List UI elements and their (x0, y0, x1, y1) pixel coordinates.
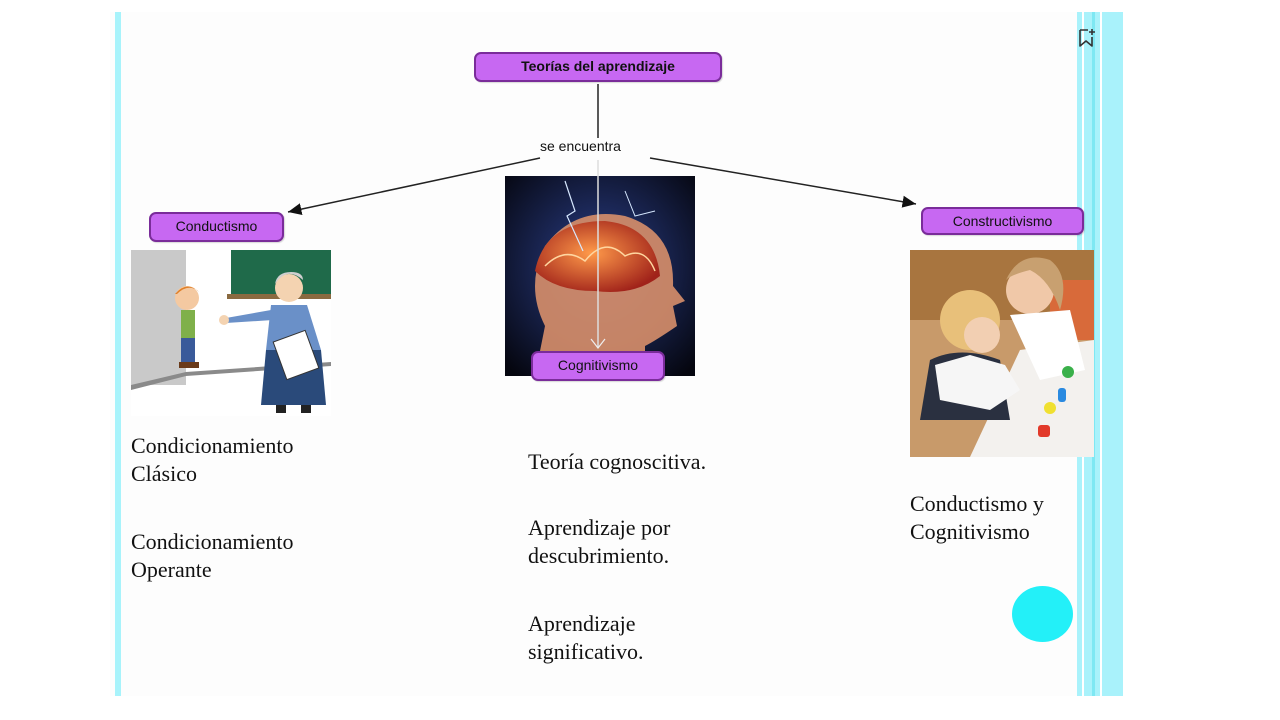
constructivismo-node: Constructivismo (921, 207, 1084, 235)
link-label: se encuentra (538, 138, 623, 154)
conductismo-node: Conductismo (149, 212, 284, 242)
left-border (115, 12, 121, 696)
brain-photo (505, 176, 695, 376)
right-border-line (1100, 12, 1102, 696)
cognitivismo-node: Cognitivismo (531, 351, 665, 381)
children-learning-photo (910, 250, 1094, 457)
connector-to-conductismo (287, 157, 541, 216)
conductismo-item: Condicionamiento Operante (131, 529, 294, 582)
constructivismo-item: Conductismo y Cognitivismo (910, 491, 1044, 544)
root-node: Teorías del aprendizaje (474, 52, 722, 82)
bookmark-add-icon[interactable] (1077, 28, 1097, 48)
cognitivismo-item: Teoría cognoscitiva. (528, 449, 707, 474)
cognitivismo-item: Aprendizaje por descubrimiento. (528, 515, 671, 568)
cyan-dot (1012, 586, 1073, 642)
conductismo-item: Condicionamiento Clásico (131, 433, 294, 486)
conductismo-illustration (131, 250, 331, 416)
connector-to-constructivismo (649, 157, 917, 208)
cognitivismo-item: Aprendizaje significativo. (528, 611, 644, 664)
